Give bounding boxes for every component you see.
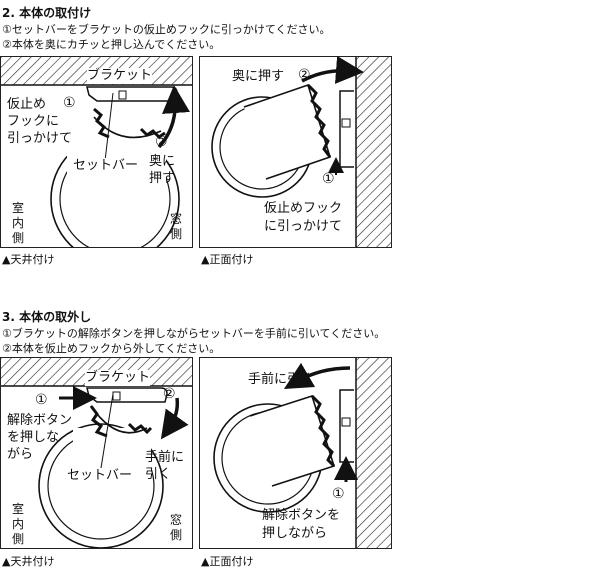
removal-front-drawing	[213, 358, 391, 548]
pull-label-1: 手前に	[145, 450, 185, 465]
caption-ceiling-mount: ▲天井付け	[2, 253, 55, 266]
section2-step1: ①セットバーをブラケットの仮止めフックに引っかけてください。	[2, 23, 331, 36]
caption-ceiling-mount: ▲天井付け	[2, 555, 55, 568]
release-label-2: 押しながら	[262, 526, 328, 541]
push-label-2: 押す	[149, 171, 176, 186]
step-number-1: ①	[63, 95, 76, 111]
setbar-label: セットバー	[67, 468, 133, 485]
section3-step2: ②本体を仮止めフックから外してください。	[2, 342, 221, 355]
window-side-label: 窓側	[169, 212, 182, 241]
hook-label-1: 仮止め	[7, 97, 47, 112]
install-front-diagram: 奥に押す ② ① 仮止めフック に引っかけて	[199, 56, 392, 248]
section2-title: 2. 本体の取付け	[2, 6, 92, 20]
install-ceiling-diagram: ブラケット ① 仮止め フックに 引っかけて ② 奥に 押す セットバー 室内側…	[0, 56, 193, 248]
room-side-label: 室内側	[11, 502, 24, 546]
step-number-1: ①	[332, 486, 345, 502]
bracket-label: ブラケット	[85, 370, 151, 387]
release-label-3: がら	[7, 447, 34, 462]
step-number-1: ①	[35, 392, 48, 408]
bracket-shape	[86, 86, 178, 102]
removal-ceiling-diagram: ブラケット ① 解除ボタン を押しな がら ② 手前に 引く セットバー 室内側…	[0, 357, 193, 549]
room-side-label: 室内側	[11, 201, 24, 245]
pull-label-2: 引く	[145, 467, 172, 482]
release-label-1: 解除ボタンを	[262, 508, 341, 523]
window-side-label: 窓側	[169, 513, 182, 542]
release-label-1: 解除ボタン	[7, 413, 73, 428]
hook-label-3: 引っかけて	[7, 131, 73, 146]
push-label-1: 奥に	[149, 154, 176, 169]
install-front-drawing	[211, 57, 391, 247]
push-back-label: 奥に押す	[232, 69, 285, 84]
section2-step2: ②本体を奥にカチッと押し込んでください。	[2, 38, 221, 51]
pull-forward-label: 手前に引く	[248, 372, 314, 387]
step-number-2: ②	[155, 134, 168, 150]
hook-label-2: フックに	[7, 114, 60, 129]
release-label-2: を押しな	[7, 430, 60, 445]
step-number-1: ①	[322, 171, 335, 187]
section3-title: 3. 本体の取外し	[2, 310, 92, 324]
removal-front-diagram: 手前に引く ② ① 解除ボタンを 押しながら	[199, 357, 392, 549]
caption-front-mount: ▲正面付け	[201, 253, 254, 266]
setbar-label: セットバー	[73, 158, 139, 175]
section3-step1: ①ブラケットの解除ボタンを押しながらセットバーを手前に引いてください。	[2, 327, 386, 340]
step-number-2: ②	[163, 386, 176, 402]
hook-label-1: 仮止めフック	[264, 201, 343, 216]
caption-front-mount: ▲正面付け	[201, 555, 254, 568]
wall-hatch	[356, 57, 391, 247]
bracket-label: ブラケット	[87, 68, 153, 85]
hook-label-2: に引っかけて	[264, 219, 343, 234]
step-number-2: ②	[298, 67, 311, 83]
install-ceiling-drawing	[1, 57, 192, 247]
